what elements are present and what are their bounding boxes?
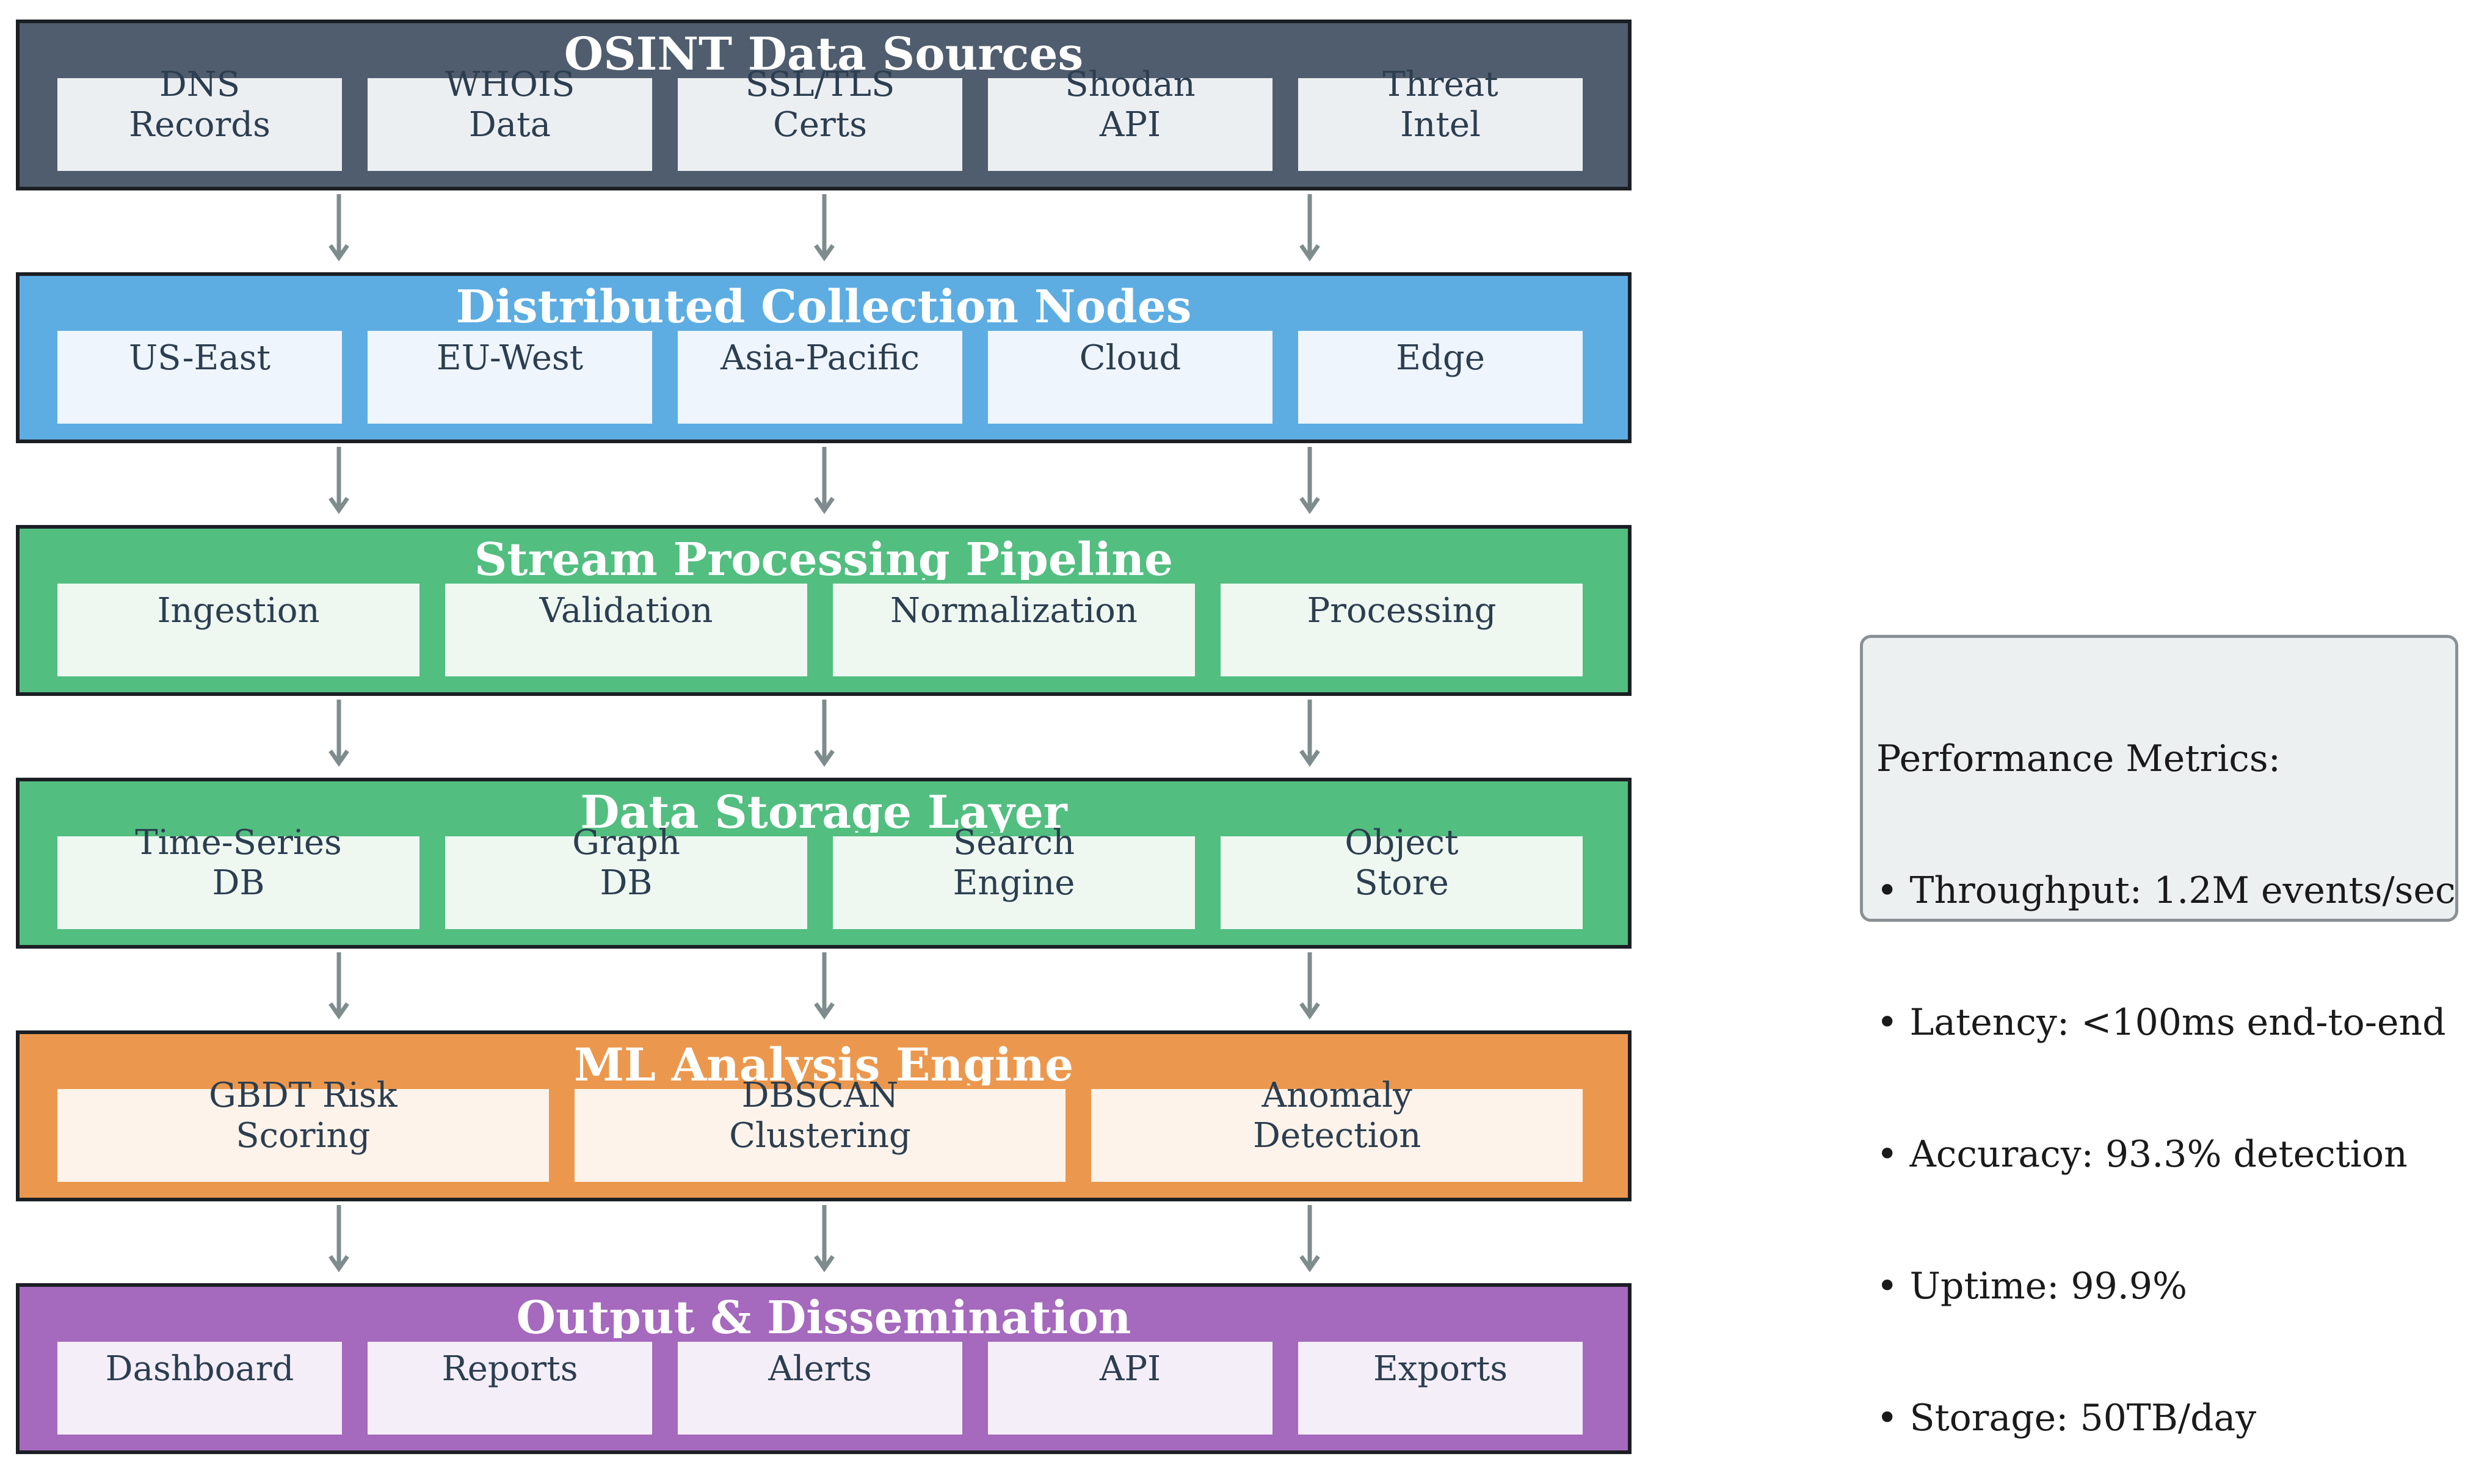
component-label: Search Engine: [953, 823, 1075, 903]
metrics-title: Performance Metrics:: [1876, 737, 2281, 780]
component-box: Validation: [441, 580, 811, 680]
flow-arrow-icon: [329, 447, 349, 514]
component-box: Normalization: [829, 580, 1199, 680]
component-box: Asia-Pacific: [674, 327, 966, 427]
component-box: API: [984, 1338, 1276, 1438]
flow-arrow-icon: [329, 1205, 349, 1272]
component-box: Time-Series DB: [54, 823, 423, 933]
layer-title: ML Analysis Engine: [573, 1039, 1074, 1091]
metrics-item: • Throughput: 1.2M events/sec: [1876, 869, 2456, 912]
component-box: Object Store: [1217, 823, 1586, 933]
component-label: Ingestion: [157, 591, 320, 631]
component-box: EU-West: [364, 327, 656, 427]
component-label: Time-Series DB: [135, 823, 342, 903]
component-label: Asia-Pacific: [721, 338, 920, 378]
component-box: Edge: [1294, 327, 1586, 427]
component-label: DNS Records: [129, 65, 270, 145]
layer-title: Output & Dissemination: [516, 1292, 1131, 1344]
layer-components: GBDT Risk Scoring DBSCAN Clustering Anomal…: [54, 1076, 1587, 1185]
flow-arrow-icon: [329, 952, 349, 1019]
component-label: US-East: [128, 338, 271, 378]
component-box: US-East: [54, 327, 346, 427]
flow-arrow-icon: [814, 447, 835, 514]
component-label: Shodan API: [1065, 65, 1196, 145]
component-box: Dashboard: [54, 1338, 346, 1438]
performance-metrics-box: Performance Metrics: • Throughput: 1.2M …: [1860, 635, 2458, 1439]
component-box: GBDT Risk Scoring: [54, 1076, 553, 1185]
component-label: Object Store: [1345, 823, 1459, 903]
component-label: SSL/TLS Certs: [745, 65, 895, 145]
component-label: Threat Intel: [1382, 65, 1498, 145]
layer-components: Time-Series DB Graph DB Search Engine Objec…: [54, 823, 1586, 933]
component-box: Exports: [1294, 1338, 1586, 1438]
component-label: Alerts: [768, 1349, 872, 1389]
component-label: DBSCAN Clustering: [729, 1076, 911, 1156]
component-label: API: [1099, 1349, 1161, 1389]
layer-title: OSINT Data Sources: [564, 28, 1084, 81]
flow-arrow-icon: [329, 700, 349, 767]
flow-arrow-icon: [1299, 700, 1320, 767]
component-label: Processing: [1307, 591, 1497, 631]
layer-title: Data Storage Layer: [580, 786, 1067, 839]
component-box: Ingestion: [54, 580, 423, 680]
flow-arrow-icon: [814, 1205, 835, 1272]
layer-title: Stream Processing Pipeline: [474, 534, 1174, 586]
component-label: Normalization: [890, 591, 1138, 631]
component-box: Alerts: [674, 1338, 966, 1438]
component-box: DBSCAN Clustering: [570, 1076, 1070, 1185]
flow-arrow-icon: [1299, 447, 1320, 514]
component-label: Validation: [539, 591, 713, 631]
flow-arrow-icon: [814, 194, 835, 261]
layer-components: Dashboard Reports Alerts API Exports: [54, 1338, 1586, 1438]
component-box: Anomaly Detection: [1087, 1076, 1587, 1185]
layer-components: DNS Records WHOIS Data SSL/TLS Certs Shodan…: [54, 65, 1586, 175]
component-box: WHOIS Data: [364, 65, 656, 175]
layer-components: Ingestion Validation Normalization Processi…: [54, 580, 1586, 680]
component-label: EU-West: [436, 338, 584, 378]
component-box: Search Engine: [829, 823, 1199, 933]
component-label: Anomaly Detection: [1253, 1076, 1421, 1156]
layer-components: US-East EU-West Asia-Pacific Cloud Edge: [54, 327, 1586, 427]
component-box: Reports: [364, 1338, 656, 1438]
component-label: GBDT Risk Scoring: [208, 1076, 398, 1156]
metrics-item: • Accuracy: 93.3% detection: [1876, 1133, 2408, 1176]
flow-arrow-icon: [1299, 952, 1320, 1019]
component-label: Reports: [441, 1349, 578, 1389]
component-box: Cloud: [984, 327, 1276, 427]
component-label: Edge: [1396, 338, 1485, 378]
flow-arrow-icon: [1299, 194, 1320, 261]
component-box: Threat Intel: [1294, 65, 1586, 175]
component-label: Exports: [1373, 1349, 1508, 1389]
component-label: Dashboard: [105, 1349, 294, 1389]
metrics-item: • Latency: <100ms end-to-end: [1876, 1001, 2446, 1044]
flow-arrow-icon: [1299, 1205, 1320, 1272]
layer-title: Distributed Collection Nodes: [456, 281, 1192, 333]
component-label: Graph DB: [572, 823, 680, 903]
metrics-item: • Storage: 50TB/day: [1876, 1397, 2257, 1439]
component-box: DNS Records: [54, 65, 346, 175]
component-label: Cloud: [1079, 338, 1182, 378]
component-box: Processing: [1217, 580, 1586, 680]
component-box: Graph DB: [441, 823, 811, 933]
metrics-item: • Uptime: 99.9%: [1876, 1265, 2188, 1308]
flow-arrow-icon: [329, 194, 349, 261]
flow-arrow-icon: [814, 700, 835, 767]
flow-arrow-icon: [814, 952, 835, 1019]
component-box: SSL/TLS Certs: [674, 65, 966, 175]
component-label: WHOIS Data: [445, 65, 575, 145]
component-box: Shodan API: [984, 65, 1276, 175]
